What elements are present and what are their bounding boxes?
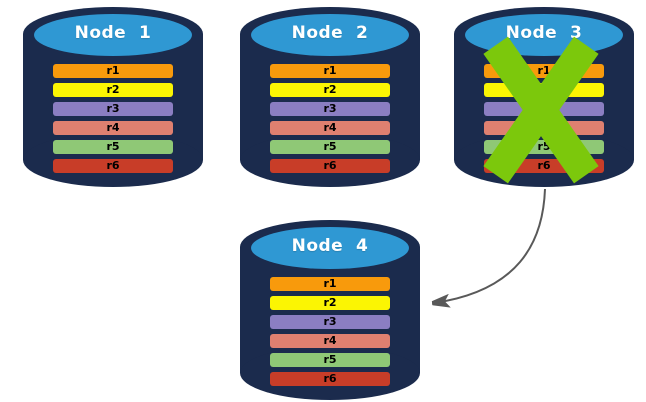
- row-r3: r3: [484, 102, 604, 116]
- row-r2: r2: [270, 83, 390, 97]
- row-r5: r5: [270, 353, 390, 367]
- row-r3: r3: [53, 102, 173, 116]
- node-1-title: Node 1: [74, 23, 152, 43]
- node-3-cylinder: Node 3 r1 r2 r3 r4 r5 r6: [454, 6, 634, 188]
- row-r1: r1: [53, 64, 173, 78]
- row-r6: r6: [484, 159, 604, 173]
- node-1-rows: r1 r2 r3 r4 r5 r6: [53, 64, 173, 173]
- node-3-title: Node 3: [505, 23, 583, 43]
- row-r5: r5: [270, 140, 390, 154]
- row-r5: r5: [53, 140, 173, 154]
- row-r6: r6: [53, 159, 173, 173]
- row-r2: r2: [484, 83, 604, 97]
- node-2-cylinder: Node 2 r1 r2 r3 r4 r5 r6: [240, 6, 420, 188]
- row-r6: r6: [270, 159, 390, 173]
- row-r5: r5: [484, 140, 604, 154]
- row-r1: r1: [270, 64, 390, 78]
- node-2-rows: r1 r2 r3 r4 r5 r6: [270, 64, 390, 173]
- node-1-cylinder: Node 1 r1 r2 r3 r4 r5 r6: [23, 6, 203, 188]
- row-r6: r6: [270, 372, 390, 386]
- row-r4: r4: [270, 121, 390, 135]
- row-r2: r2: [270, 296, 390, 310]
- node-4-cylinder: Node 4 r1 r2 r3 r4 r5 r6: [240, 219, 420, 401]
- row-r2: r2: [53, 83, 173, 97]
- row-r3: r3: [270, 102, 390, 116]
- row-r1: r1: [484, 64, 604, 78]
- node-4-rows: r1 r2 r3 r4 r5 r6: [270, 277, 390, 386]
- node-2-title: Node 2: [291, 23, 369, 43]
- row-r3: r3: [270, 315, 390, 329]
- node-3-rows: r1 r2 r3 r4 r5 r6: [484, 64, 604, 173]
- row-r4: r4: [270, 334, 390, 348]
- node-4-title: Node 4: [291, 236, 369, 256]
- row-r1: r1: [270, 277, 390, 291]
- row-r4: r4: [53, 121, 173, 135]
- row-r4: r4: [484, 121, 604, 135]
